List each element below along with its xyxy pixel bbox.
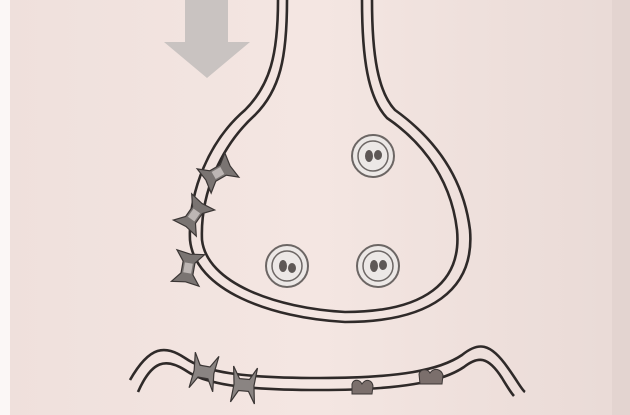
right-wall-edge <box>612 0 630 415</box>
vesicle-icon <box>352 135 394 177</box>
left-wall-edge <box>0 0 10 415</box>
vesicle-icon <box>266 245 308 287</box>
vesicle-icon <box>357 245 399 287</box>
receptor-icon <box>419 369 443 384</box>
